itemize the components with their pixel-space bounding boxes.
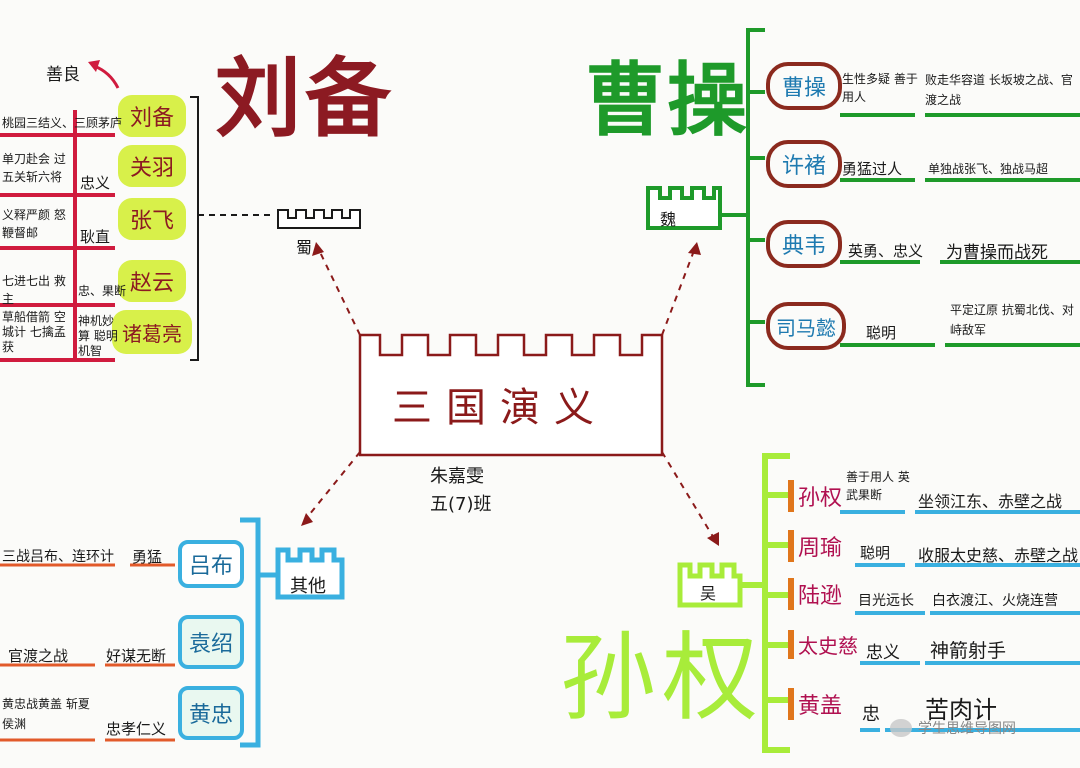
shu-name-zhaoyun: 赵云 [118, 260, 186, 302]
wu-trait-sunquan: 善于用人 英武果断 [846, 470, 910, 502]
shu-event-zhangfei: 义释严颜 怒鞭督邮 [2, 208, 66, 240]
wu-trait-taishici: 忠义 [866, 643, 900, 663]
wu-name-huanggai: 黄盖 [788, 688, 842, 720]
shu-big-title: 刘备 [215, 48, 395, 149]
wu-name-zhouyu: 周瑜 [788, 530, 842, 562]
wei-event-caocao: 败走华容道 长坂坡之战、官渡之战 [925, 73, 1073, 107]
watermark: 学生思维导图网 [890, 718, 1016, 738]
wei-name-caocao: 曹操 [766, 62, 842, 110]
shu-trait-zhugeliang: 神机妙算 聪明机智 [78, 314, 118, 358]
wu-big-title: 孙权 [560, 622, 764, 734]
wei-castle-label: 魏 [660, 210, 677, 229]
wechat-icon [890, 719, 912, 737]
shu-name-zhugeliang: 诸葛亮 [112, 310, 192, 354]
wu-castle-label: 吴 [700, 584, 717, 603]
other-event-lvbu: 三战吕布、连环计 [2, 549, 114, 565]
shu-event-liubei: 桃园三结义、三顾茅庐 [2, 116, 123, 130]
wei-event-simayi: 平定辽原 抗蜀北伐、对峙敌军 [950, 303, 1074, 337]
other-trait-lvbu: 勇猛 [132, 548, 163, 566]
wei-event-xuchu: 单独战张飞、独战马超 [928, 162, 1049, 176]
shu-name-guanyu: 关羽 [118, 145, 186, 187]
shu-trait-zhaoyun: 忠、果断 [78, 284, 127, 298]
shu-trait-zhangfei: 耿直 [80, 228, 111, 246]
wei-event-dianwei: 为曹操而战死 [946, 243, 1048, 263]
wu-name-sunquan: 孙权 [788, 480, 842, 512]
shu-event-zhugeliang: 草船借箭 空城计 七擒孟获 [2, 310, 66, 354]
other-name-yuanshao: 袁绍 [178, 615, 244, 669]
wei-trait-simayi: 聪明 [866, 324, 897, 342]
wei-name-xuchu: 许褚 [766, 140, 842, 188]
shu-name-zhangfei: 张飞 [118, 198, 186, 240]
shu-castle-label: 蜀 [296, 238, 313, 257]
other-castle-label: 其他 [290, 576, 326, 597]
watermark-text: 学生思维导图网 [918, 721, 1016, 737]
other-trait-yuanshao: 好谋无断 [106, 647, 167, 665]
shu-trait-guanyu: 忠义 [80, 174, 111, 192]
wu-trait-zhouyu: 聪明 [860, 544, 891, 562]
other-event-huangzhong: 黄忠战黄盖 斩夏侯渊 [2, 697, 90, 731]
wei-trait-xuchu: 勇猛过人 [842, 160, 903, 178]
wu-name-taishici: 太史慈 [788, 630, 858, 659]
wu-event-huanggai: 苦肉计 [925, 696, 997, 724]
other-name-huangzhong: 黄忠 [178, 686, 244, 740]
wei-trait-dianwei: 英勇、忠义 [848, 242, 924, 260]
author-name: 朱嘉雯 [430, 466, 484, 487]
other-event-yuanshao: 官渡之战 [8, 647, 69, 665]
other-trait-huangzhong: 忠孝仁义 [106, 720, 167, 738]
author-class: 五(7)班 [430, 494, 492, 515]
center-title: 三国演义 [392, 385, 608, 431]
wei-name-dianwei: 典韦 [766, 220, 842, 268]
wu-name-luxun: 陆逊 [788, 578, 842, 610]
wei-name-simayi: 司马懿 [766, 302, 846, 350]
shu-top-note: 善良 [46, 65, 80, 85]
shu-event-zhaoyun: 七进七出 救主 [2, 274, 66, 306]
wu-trait-luxun: 目光远长 [858, 593, 914, 609]
shu-event-guanyu: 单刀赴会 过五关斩六将 [2, 152, 66, 184]
wu-trait-huanggai: 忠 [862, 704, 880, 725]
other-name-lvbu: 吕布 [178, 540, 244, 588]
wu-event-luxun: 白衣渡江、火烧连营 [932, 593, 1058, 609]
wei-big-title: 曹操 [585, 53, 749, 147]
shu-name-liubei: 刘备 [118, 95, 186, 137]
wu-event-zhouyu: 收服太史慈、赤壁之战 [918, 546, 1079, 565]
wei-trait-caocao: 生性多疑 善于用人 [842, 72, 918, 104]
wu-event-taishici: 神箭射手 [930, 640, 1007, 662]
wu-event-sunquan: 坐领江东、赤壁之战 [918, 492, 1063, 511]
